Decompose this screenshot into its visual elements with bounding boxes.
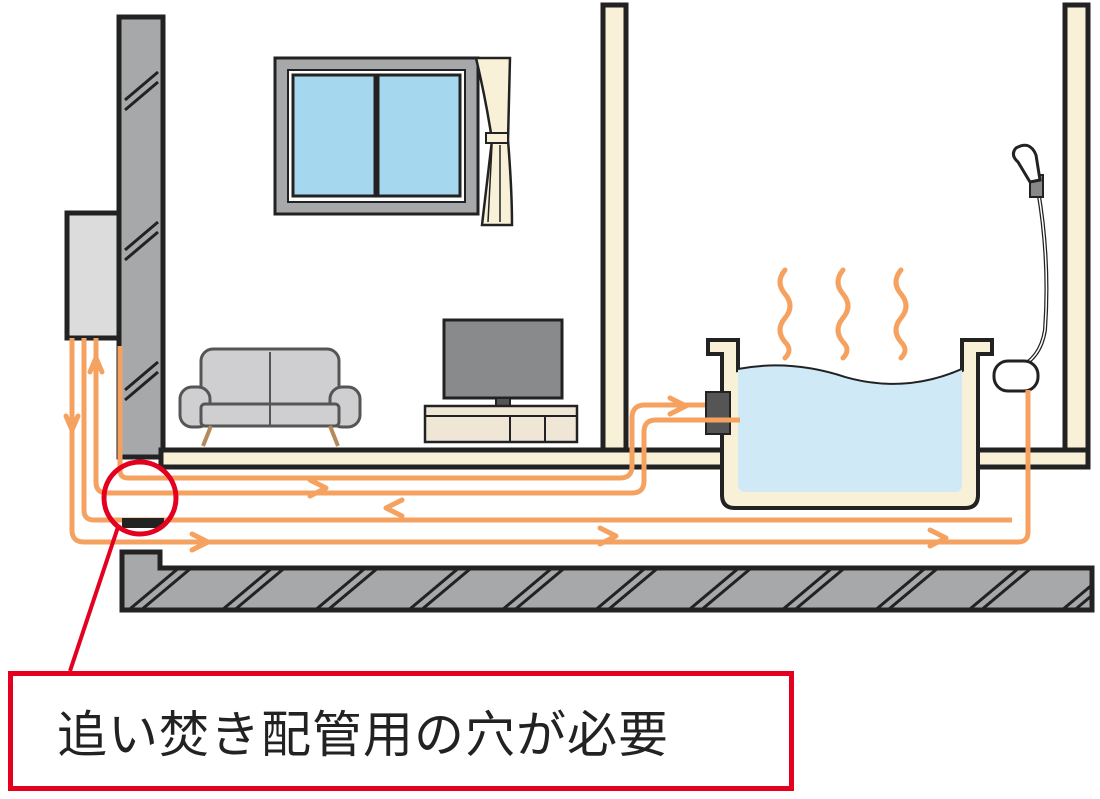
partition-wall-icon [600, 2, 1091, 456]
window-icon [273, 56, 480, 216]
sofa-icon [178, 347, 362, 447]
bathtub-icon [705, 338, 994, 510]
tv-stand-icon [423, 404, 579, 444]
callout-text: 追い焚き配管用の穴が必要 [57, 706, 669, 764]
water-heater-icon [64, 210, 122, 341]
curtain-icon [474, 56, 514, 227]
callout-box: 追い焚き配管用の穴が必要 [8, 671, 794, 791]
arrow-icon [63, 355, 949, 553]
pipe-route-icon [69, 338, 1031, 545]
circle-marker-icon [68, 459, 179, 672]
steam-icon [777, 267, 909, 361]
tv-icon [442, 318, 564, 407]
left-wall-icon [116, 14, 166, 460]
foundation-icon [119, 549, 1095, 613]
wall-hole-icon [122, 518, 164, 528]
shower-icon [992, 143, 1049, 393]
